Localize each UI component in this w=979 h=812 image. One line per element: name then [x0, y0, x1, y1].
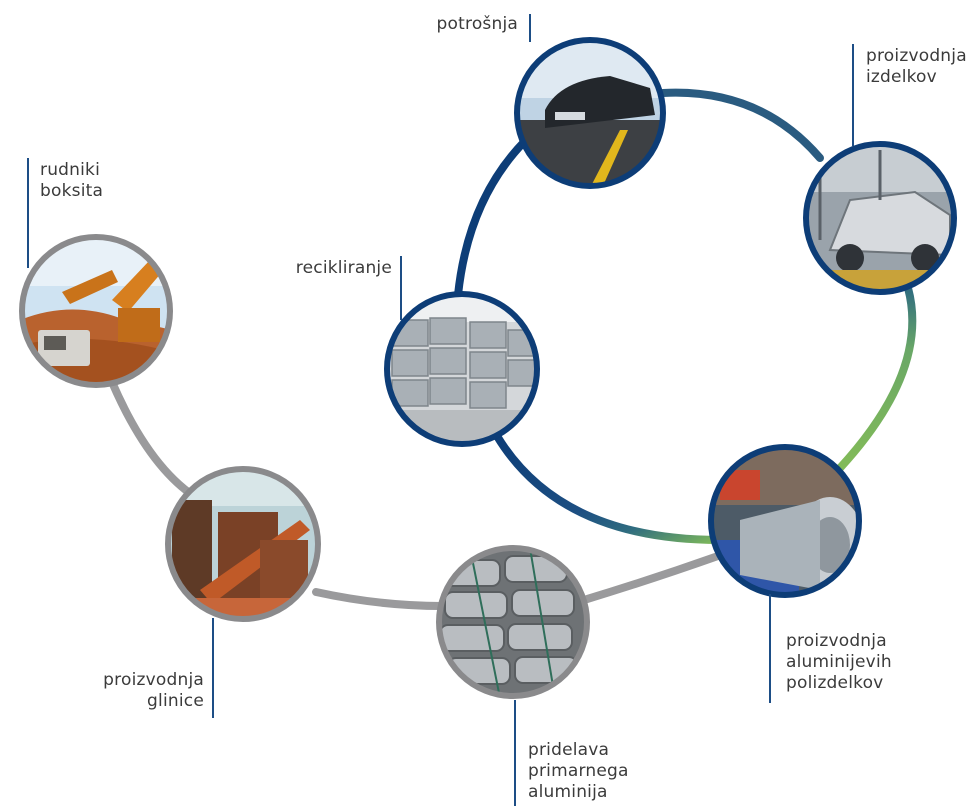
ring-lower-arc — [493, 432, 724, 544]
ring-top-arc — [659, 88, 824, 162]
aluminium-ingots-photo — [439, 548, 587, 696]
path-mine-to-alumina — [108, 378, 204, 504]
path-alumina-to-primary — [312, 588, 446, 610]
node-bauxite-mine — [19, 234, 173, 388]
label-alumina-production: proizvodnja glinice — [103, 670, 204, 711]
ring-left-arc — [454, 138, 528, 299]
label-bauxite-mines: rudniki boksita — [40, 160, 104, 201]
label-recycling: recikliranje — [295, 258, 392, 278]
label-rules — [27, 14, 854, 806]
node-product-manufacturing — [803, 141, 957, 295]
node-consumption — [514, 37, 666, 189]
path-primary-to-semi — [580, 552, 722, 604]
label-consumption: potrošnja — [436, 14, 518, 34]
node-primary-aluminium — [436, 545, 590, 699]
label-primary-aluminium: pridelava primarnega aluminija — [528, 740, 629, 802]
node-alumina-refinery — [165, 466, 321, 622]
node-recycling — [384, 291, 540, 447]
ring-right-arc — [836, 284, 917, 472]
recycling-cycle-ring — [454, 88, 917, 544]
label-semi-products: proizvodnja aluminijevih polizdelkov — [786, 631, 892, 693]
alumina-refinery-photo — [168, 469, 318, 619]
label-product-manufacturing: proizvodnja izdelkov — [866, 46, 967, 87]
car-factory-photo — [806, 144, 954, 292]
